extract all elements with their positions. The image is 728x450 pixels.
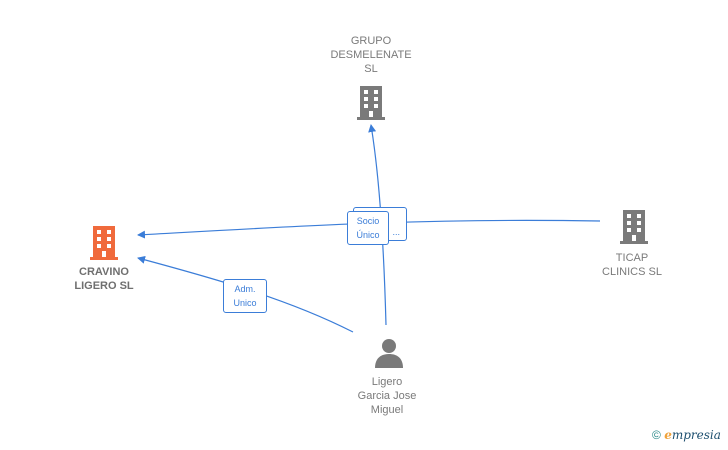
brand-footer[interactable]: © empresia xyxy=(652,428,721,442)
copyright-icon: © xyxy=(652,428,661,442)
person-icon xyxy=(375,339,403,368)
node-person-ligero[interactable]: Ligero Garcia Jose Miguel xyxy=(327,375,447,417)
node-label: CRAVINO LIGERO SL xyxy=(74,266,134,292)
node-label: Ligero Garcia Jose Miguel xyxy=(357,376,417,416)
building-icon xyxy=(90,226,118,260)
brand-logo-text: mpresia xyxy=(671,428,721,442)
edge-label-line: Socio xyxy=(356,216,380,226)
edge-label-line: Adm. xyxy=(234,284,256,294)
edge-label-line: Unico xyxy=(233,298,257,308)
node-label: TICAP CLINICS SL xyxy=(602,252,662,278)
node-ticap-clinics[interactable]: TICAP CLINICS SL xyxy=(572,251,692,279)
node-grupo-desmelenate[interactable]: GRUPO DESMELENATE SL xyxy=(311,34,431,76)
building-icon xyxy=(357,86,385,120)
building-icon xyxy=(620,210,648,244)
brand-logo-letter: e xyxy=(664,428,672,442)
edge-label-line: Único xyxy=(356,230,380,240)
node-cravino-ligero[interactable]: CRAVINO LIGERO SL xyxy=(44,265,164,293)
edge-label-adm-unico[interactable]: Adm. Unico xyxy=(223,279,267,313)
edge-label-text: ... xyxy=(392,227,400,237)
edge-label-socio-unico[interactable]: Socio Único xyxy=(347,211,389,245)
node-label: GRUPO DESMELENATE SL xyxy=(330,35,412,75)
